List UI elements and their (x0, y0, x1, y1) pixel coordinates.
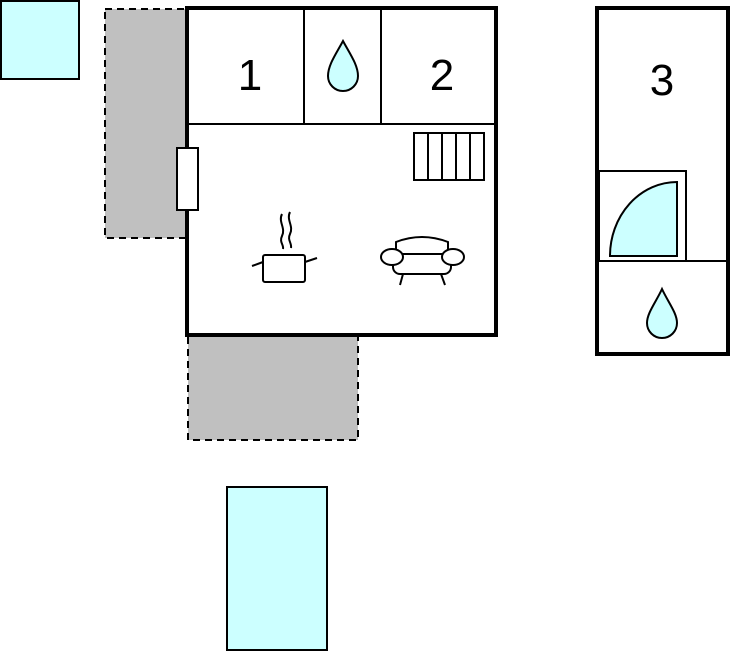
room-3-label: 3 (650, 56, 674, 105)
cooking-pot-icon (251, 211, 318, 283)
terrace-left (104, 8, 188, 239)
water-drop-icon (326, 38, 360, 92)
room-1-label: 1 (238, 51, 262, 100)
terrace-bottom (187, 335, 359, 441)
water-drop-icon (645, 286, 679, 339)
main-building: 1 2 (176, 6, 498, 337)
pool-small-topleft (0, 0, 80, 80)
sofa-icon (380, 236, 465, 286)
pool-bottom (226, 486, 328, 651)
stairs-icon (413, 132, 485, 181)
shower-icon (598, 170, 687, 262)
room-2-label: 2 (430, 51, 454, 100)
annex-building: 3 (595, 6, 730, 356)
entrance-door (176, 147, 199, 211)
